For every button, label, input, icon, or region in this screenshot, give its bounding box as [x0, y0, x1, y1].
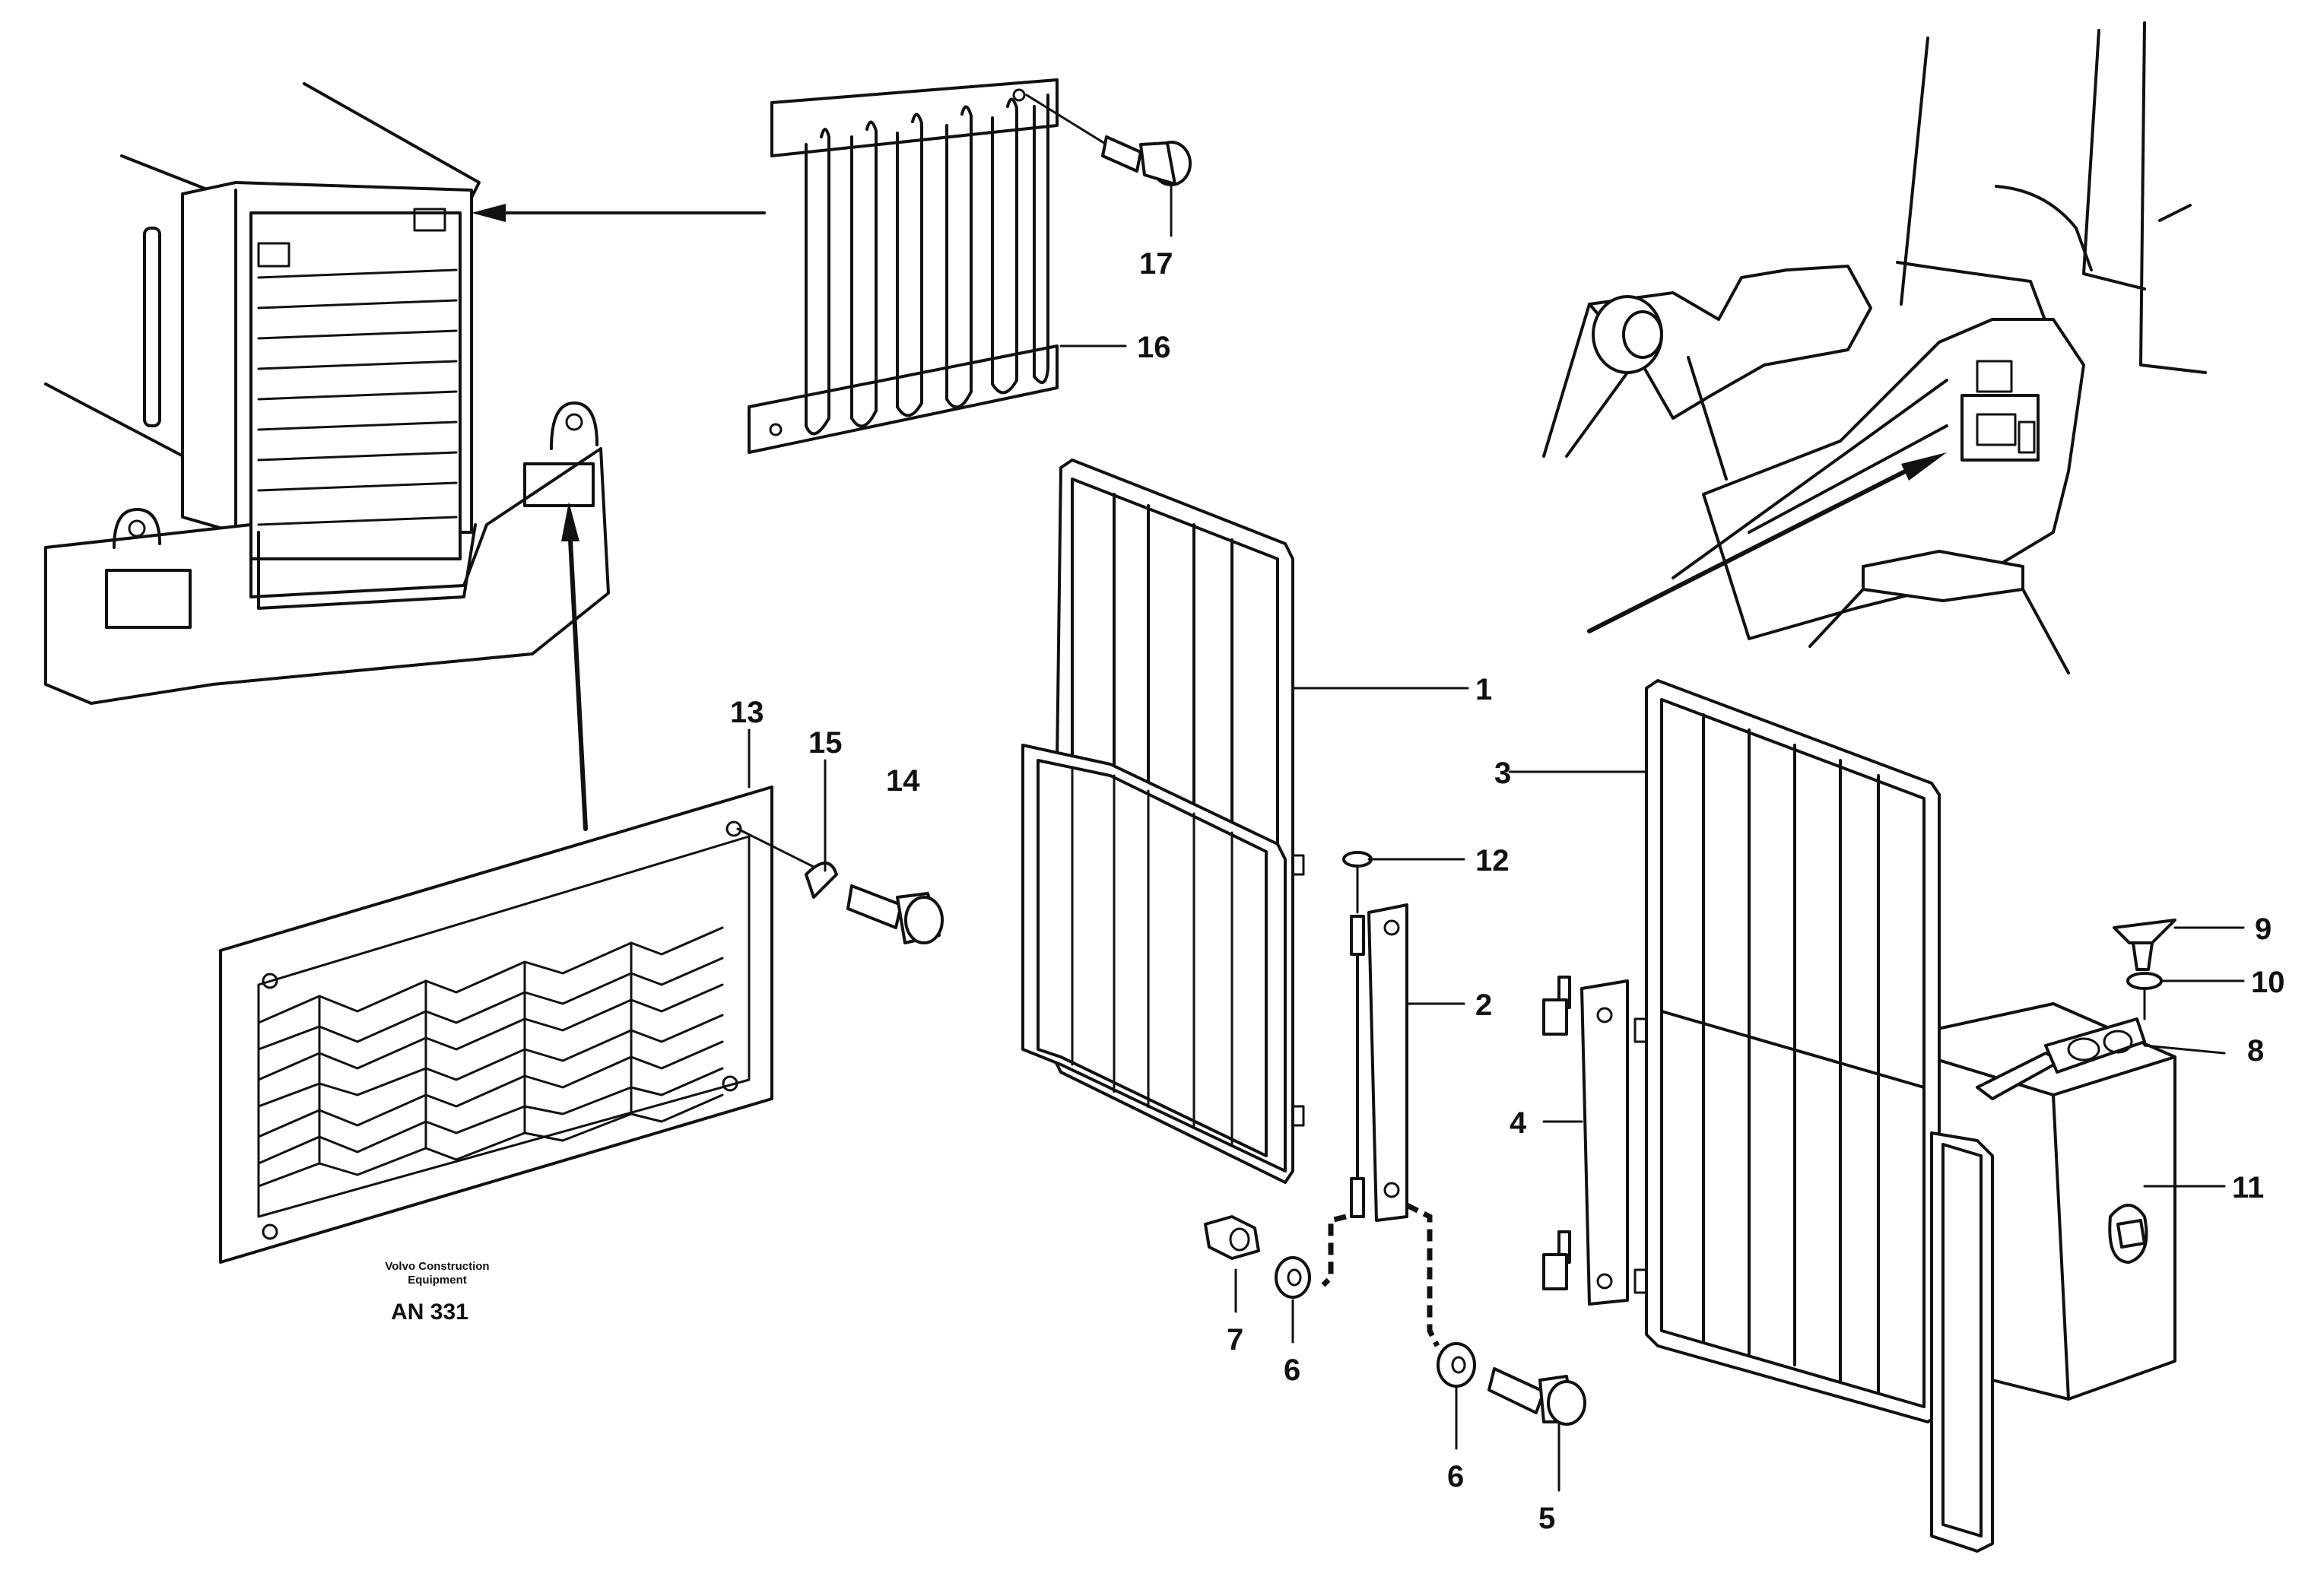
callout-4: 4: [1510, 1106, 1527, 1140]
callout-1: 1: [1475, 673, 1492, 706]
machine-rear-view: [44, 82, 610, 705]
callout-9: 9: [2255, 912, 2272, 946]
machine-cab-view: [1542, 21, 2207, 674]
latch-8: [1976, 979, 2146, 1100]
screw-9: [2113, 919, 2176, 971]
callout-12: 12: [1475, 844, 1510, 877]
mesh-guard-13: [219, 785, 773, 1264]
callout-6-upper: 6: [1284, 1353, 1300, 1387]
callout-8: 8: [2247, 1034, 2264, 1068]
washer-12: [1342, 851, 1373, 914]
arrow-to-grille: [471, 204, 766, 222]
guard-door-1: [1021, 459, 1305, 1184]
callout-6-lower: 6: [1447, 1460, 1464, 1493]
hinge-4: [1542, 976, 1629, 1306]
washer-6-lower: [1437, 1342, 1476, 1388]
callout-7: 7: [1227, 1323, 1243, 1357]
credit-line-2: Equipment: [408, 1274, 467, 1287]
credit-line-1: Volvo Construction: [385, 1260, 489, 1273]
bolt-17: [1025, 94, 1192, 186]
callout-14: 14: [886, 764, 920, 798]
bolt-5: [1487, 1367, 1586, 1426]
nut-7: [1204, 1215, 1260, 1260]
callout-11: 11: [2232, 1171, 2264, 1204]
guard-door-3: [1633, 679, 1994, 1553]
hinge-2: [1350, 903, 1408, 1222]
washer-10: [2126, 972, 2163, 990]
callout-15: 15: [808, 726, 843, 760]
washer-15: [736, 827, 838, 899]
callout-17: 17: [1139, 247, 1173, 281]
leader-lines: [748, 185, 2245, 1492]
callout-2: 2: [1475, 989, 1492, 1022]
bolt-14: [846, 884, 944, 944]
callout-10: 10: [2251, 966, 2285, 999]
grille-guard-16: [748, 78, 1059, 454]
callout-3: 3: [1494, 757, 1511, 790]
washer-6-upper: [1275, 1256, 1311, 1299]
arrow-to-counterweight: [561, 502, 588, 831]
callout-16: 16: [1137, 331, 1171, 364]
callout-5: 5: [1538, 1502, 1555, 1535]
drawing-code: AN 331: [391, 1300, 468, 1325]
callout-13: 13: [730, 696, 764, 729]
